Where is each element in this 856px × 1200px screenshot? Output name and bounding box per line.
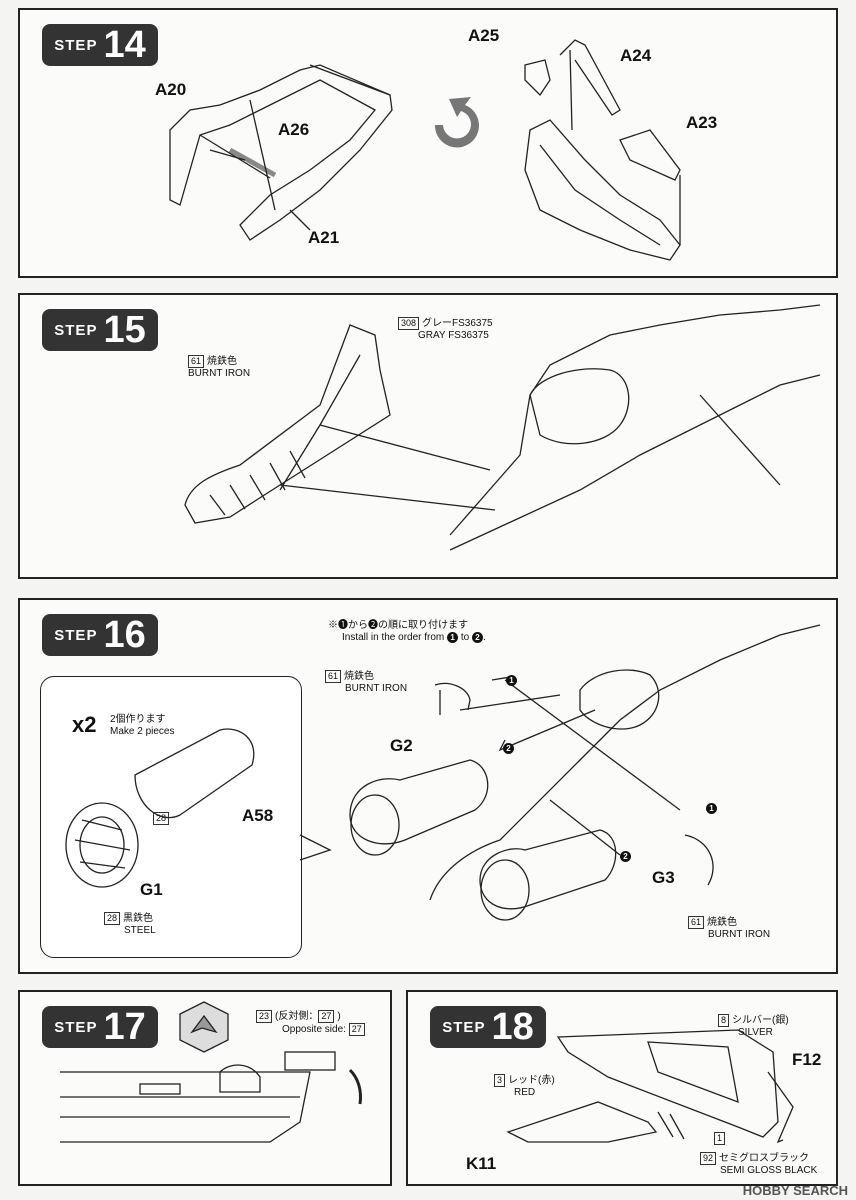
step-15-drawing (184, 304, 821, 551)
order-marker-1: 1 (506, 670, 517, 688)
step-16-drawing (65, 624, 821, 921)
part-f12: F12 (792, 1050, 822, 1069)
step-14-drawing (169, 39, 681, 261)
install-order-note: ※❶から❷の順に取り付けます Install in the order from… (328, 620, 486, 643)
part-a21: A21 (308, 228, 340, 247)
part-a20: A20 (155, 80, 187, 99)
color-code-1: 1 (714, 1132, 728, 1145)
color-code-28: 28 (153, 812, 172, 825)
part-g1: G1 (140, 880, 163, 899)
step-18-drawing (506, 1029, 794, 1144)
part-g3: G3 (652, 868, 675, 887)
order-marker-1b: 1 (706, 798, 717, 816)
part-k11: K11 (466, 1154, 497, 1173)
multiplier: x2 (72, 712, 97, 737)
make-pieces-note: 2個作ります Make 2 pieces (110, 714, 175, 737)
part-a25: A25 (468, 26, 500, 45)
part-a58: A58 (242, 806, 274, 825)
part-a23: A23 (686, 113, 718, 132)
part-a26: A26 (278, 120, 310, 139)
decal-callout: 23(反対側：27) Opposite side: 27 (256, 1010, 368, 1036)
part-g2: G2 (390, 736, 413, 755)
part-a24: A24 (620, 46, 652, 65)
order-marker-2b: 2 (620, 846, 631, 864)
order-marker-2: 2 (503, 738, 514, 756)
watermark: HOBBY SEARCH (742, 1183, 848, 1198)
step-17-drawing (60, 1001, 362, 1143)
